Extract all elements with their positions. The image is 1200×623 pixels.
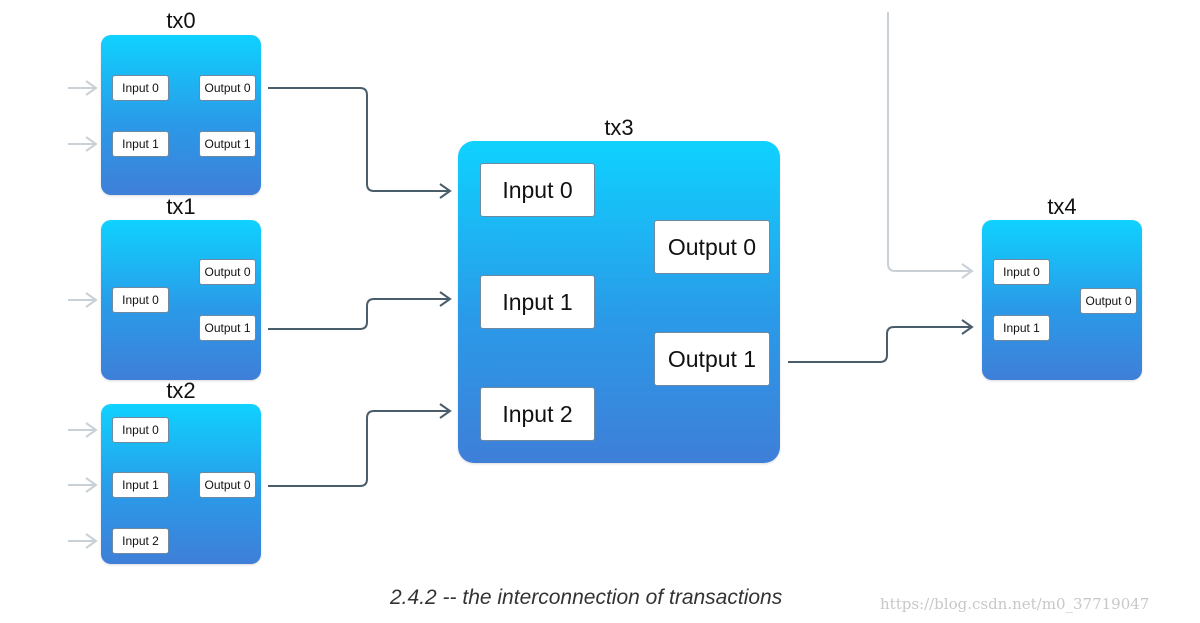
tx3-input-2: Input 2 (480, 387, 595, 441)
tx0-input-0: Input 0 (112, 75, 169, 101)
tx0-title: tx0 (166, 8, 196, 33)
tx1-box: Input 0 Output 0 Output 1 (101, 220, 261, 380)
tx4-output-0: Output 0 (1080, 288, 1137, 314)
tx1-output-0: Output 0 (199, 259, 256, 285)
tx1-output-1: Output 1 (199, 315, 256, 341)
tx2-output-0: Output 0 (199, 472, 256, 498)
tx3-title: tx3 (604, 115, 634, 140)
wire-tx1-to-tx3 (268, 291, 452, 330)
tx4-input-1: Input 1 (993, 315, 1050, 341)
tx1-input-0: Input 0 (112, 287, 169, 313)
tx3-box: Input 0 Input 1 Input 2 Output 0 Output … (458, 141, 780, 463)
tx3-input-1: Input 1 (480, 275, 595, 329)
tx2-title: tx2 (166, 378, 196, 403)
figure-caption: 2.4.2 -- the interconnection of transact… (390, 586, 783, 609)
tx4-input-0: Input 0 (993, 259, 1050, 285)
tx3-input-0: Input 0 (480, 163, 595, 217)
tx0-box: Input 0 Input 1 Output 0 Output 1 (101, 35, 261, 195)
tx2-input-1: Input 1 (112, 472, 169, 498)
tx3-output-0: Output 0 (654, 220, 770, 274)
tx2-input-2: Input 2 (112, 528, 169, 554)
watermark-url: https://blog.csdn.net/m0_37719047 (880, 595, 1150, 613)
tx2-box: Input 0 Input 1 Input 2 Output 0 (101, 404, 261, 564)
tx0-input-1: Input 1 (112, 131, 169, 157)
wire-tx0-to-tx3 (268, 87, 452, 199)
tx4-title: tx4 (1047, 194, 1077, 219)
tx4-box: Input 0 Input 1 Output 0 (982, 220, 1142, 380)
wire-tx3-to-tx4 (788, 319, 974, 363)
tx1-title: tx1 (166, 194, 196, 219)
wire-tx2-to-tx3 (268, 403, 452, 487)
incoming-wire-tx4-input-0 (887, 12, 974, 279)
tx2-input-0: Input 0 (112, 417, 169, 443)
tx3-output-1: Output 1 (654, 332, 770, 386)
tx0-output-1: Output 1 (199, 131, 256, 157)
tx0-output-0: Output 0 (199, 75, 256, 101)
